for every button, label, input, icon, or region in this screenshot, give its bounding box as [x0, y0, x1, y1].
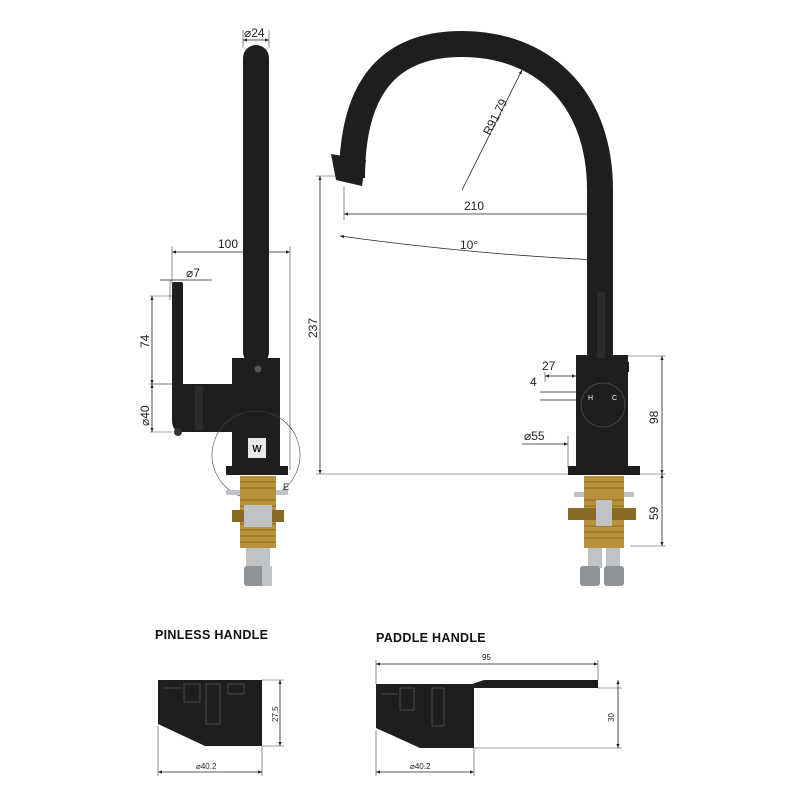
front-gooseneck-spout: [339, 30, 613, 358]
front-total-height: 237: [306, 318, 320, 338]
front-flexi-hose-left: [588, 548, 602, 568]
side-view: W E ⌀24 100 ⌀7: [138, 26, 301, 586]
paddle-handle-height: 30: [607, 713, 616, 722]
paddle-handle-diameter: ⌀40.2: [410, 762, 431, 771]
side-handle-height: 74: [138, 334, 152, 348]
front-spout-reach: 210: [464, 199, 484, 213]
front-flexi-hose-right: [606, 548, 620, 568]
svg-text:W: W: [252, 444, 262, 455]
paddle-handle-length: 95: [482, 653, 491, 662]
front-spout-radius: R91.79: [480, 96, 510, 137]
front-handle-knob: [580, 382, 626, 428]
side-base-plate: [226, 466, 288, 475]
side-tube-diameter: ⌀24: [244, 26, 265, 40]
front-base-plate: [568, 466, 640, 475]
pinless-handle-shape: [158, 680, 262, 746]
front-base-diameter: ⌀55: [524, 429, 545, 443]
front-handle-hot-label: H: [588, 395, 593, 402]
pinless-handle-height: 27.5: [271, 706, 280, 722]
front-spout-tip: [331, 154, 366, 186]
side-pin-diameter: ⌀7: [186, 266, 200, 280]
side-hose-nut: [244, 566, 264, 586]
pinless-handle-title: PINLESS HANDLE: [155, 628, 268, 642]
front-shank-length: 59: [647, 506, 661, 520]
side-detail-marker: E: [283, 482, 289, 492]
paddle-handle-shape: [376, 680, 598, 748]
side-body-diameter: ⌀40: [138, 405, 152, 426]
front-handle-cold-label: C: [612, 395, 617, 402]
side-handle-lever: [172, 282, 183, 390]
front-spout-angle: 10°: [460, 238, 478, 252]
paddle-handle-detail: PADDLE HANDLE 95 30 ⌀40.2: [375, 631, 622, 776]
front-handle-gap: 4: [530, 375, 537, 389]
paddle-handle-title: PADDLE HANDLE: [376, 631, 486, 645]
front-handle-offset: 27: [542, 359, 556, 373]
pinless-handle-detail: PINLESS HANDLE 27.5 ⌀40.2: [155, 628, 284, 776]
side-handle-hub: [172, 384, 238, 432]
side-spout-tube: [243, 45, 269, 365]
side-handle-reach: 100: [218, 237, 238, 251]
front-hose-nut-right: [604, 566, 624, 586]
side-grub-screw-icon: [254, 365, 262, 373]
watermark-logo: W: [248, 438, 266, 458]
side-flexi-hose: [246, 548, 270, 566]
front-body-height: 98: [647, 410, 661, 424]
pinless-handle-diameter: ⌀40.2: [196, 762, 217, 771]
front-view: H C R91.79 210 10° 237: [306, 30, 666, 586]
front-hose-nut-left: [580, 566, 600, 586]
